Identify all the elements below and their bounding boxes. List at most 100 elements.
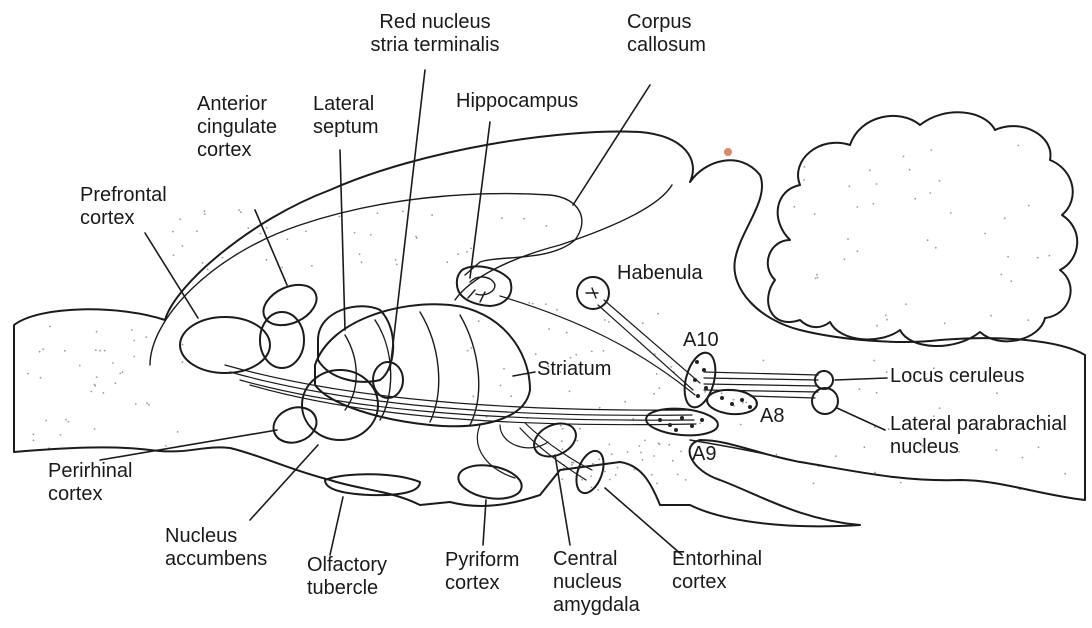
cell-dot <box>704 386 708 390</box>
stipple-dot <box>873 360 875 362</box>
stipple-dot <box>266 259 268 261</box>
stipple-dot <box>814 213 816 215</box>
stipple-dot <box>615 474 617 476</box>
stipple-dot <box>856 206 858 208</box>
stipple-dot <box>817 277 819 279</box>
stipple-dot <box>909 169 911 171</box>
leader-locus-ceruleus <box>835 378 887 380</box>
stipple-dot <box>742 402 744 404</box>
stipple-dot <box>396 264 398 266</box>
stipple-dot <box>680 451 682 453</box>
stipple-dot <box>885 314 887 316</box>
stipple-dot <box>260 233 262 235</box>
stipple-dot <box>984 233 986 235</box>
stipple-dot <box>1064 473 1066 475</box>
stipple-dot <box>611 453 613 455</box>
stipple-dot <box>94 384 96 386</box>
stipple-dot <box>104 350 106 352</box>
stipple-dot <box>699 422 701 424</box>
stipple-dot <box>653 393 655 395</box>
label-locus-ceruleus: Locus ceruleus <box>890 365 1025 388</box>
stipple-dot <box>377 212 379 214</box>
stipple-dot <box>112 362 114 364</box>
cerebellum <box>768 112 1077 346</box>
stipple-dot <box>740 424 742 426</box>
perirhinal-region <box>269 402 322 449</box>
stipple-dot <box>857 250 859 252</box>
cell-dot <box>695 360 699 364</box>
fiber-stria <box>477 425 515 478</box>
fiber-parabrachial <box>750 396 815 398</box>
cell-dot <box>720 396 724 400</box>
stipple-dot <box>135 403 137 405</box>
stipple-dot <box>876 325 878 327</box>
label-central-amygdala: Central nucleus amygdala <box>553 548 640 617</box>
stipple-dot <box>849 185 851 187</box>
stipple-dot <box>603 350 605 352</box>
stipple-dot <box>590 475 592 477</box>
stipple-dot <box>548 328 550 330</box>
stipple-dot <box>560 425 562 427</box>
stipple-dot <box>42 348 44 350</box>
stipple-dot <box>281 267 283 269</box>
stipple-dot <box>103 392 105 394</box>
stipple-dot <box>927 239 929 241</box>
stipple-dot <box>763 360 765 362</box>
fiber-locus <box>704 384 818 386</box>
stipple-dot <box>466 251 468 253</box>
stipple-dot <box>395 259 397 261</box>
cell-dot <box>730 402 734 406</box>
leader-striatum <box>513 372 535 376</box>
stipple-dot <box>207 269 209 271</box>
label-entorhinal: Entorhinal cortex <box>672 548 762 594</box>
stipple-dot <box>370 234 372 236</box>
stipple-dot <box>510 395 512 397</box>
stipple-dot <box>472 396 474 398</box>
stipple-dot <box>859 388 861 390</box>
stipple-dot <box>40 377 42 379</box>
stipple-dot <box>656 373 658 375</box>
stipple-dot <box>604 471 606 473</box>
stipple-dot <box>1037 257 1039 259</box>
stipple-dot <box>876 183 878 185</box>
label-pyriform: Pyriform cortex <box>445 549 519 595</box>
stipple-dot <box>1000 274 1002 276</box>
cell-dot <box>693 378 697 382</box>
stipple-dot <box>33 433 35 435</box>
stipple-dot <box>471 347 473 349</box>
stipple-dot <box>944 322 946 324</box>
stipple-dot <box>608 321 610 323</box>
stipple-dot <box>609 479 611 481</box>
stipple-dot <box>467 350 469 352</box>
stipple-dot <box>361 261 363 263</box>
label-nucleus-accumbens: Nucleus accumbens <box>165 525 267 571</box>
stipple-dot <box>874 426 876 428</box>
stipple-dot <box>815 278 817 280</box>
stipple-dot <box>222 257 224 259</box>
stipple-dot <box>573 462 575 464</box>
stipple-dot <box>133 340 135 342</box>
stipple-dot <box>642 322 644 324</box>
stipple-dot <box>803 179 805 181</box>
cell-dot <box>674 428 678 432</box>
stipple-dot <box>556 309 558 311</box>
stipple-dot <box>96 376 98 378</box>
cell-dot <box>740 398 744 402</box>
stipple-dot <box>914 198 916 200</box>
stipple-dot <box>639 445 641 447</box>
stipple-dot <box>835 455 837 457</box>
cell-dot <box>680 416 684 420</box>
lateral-parabrachial-region <box>812 388 838 414</box>
cell-dot <box>690 424 694 428</box>
stipple-dot <box>863 446 865 448</box>
stipple-dot <box>545 303 547 305</box>
stipple-dot <box>503 368 505 370</box>
stipple-dot <box>598 458 600 460</box>
stipple-dot <box>532 303 534 305</box>
stipple-dot <box>627 451 629 453</box>
a10-cell-group <box>679 349 721 410</box>
stipple-dot <box>240 211 242 213</box>
cell-dot <box>748 405 752 409</box>
stipple-dot <box>45 420 47 422</box>
label-anterior-cingulate: Anterior cingulate cortex <box>197 93 277 162</box>
